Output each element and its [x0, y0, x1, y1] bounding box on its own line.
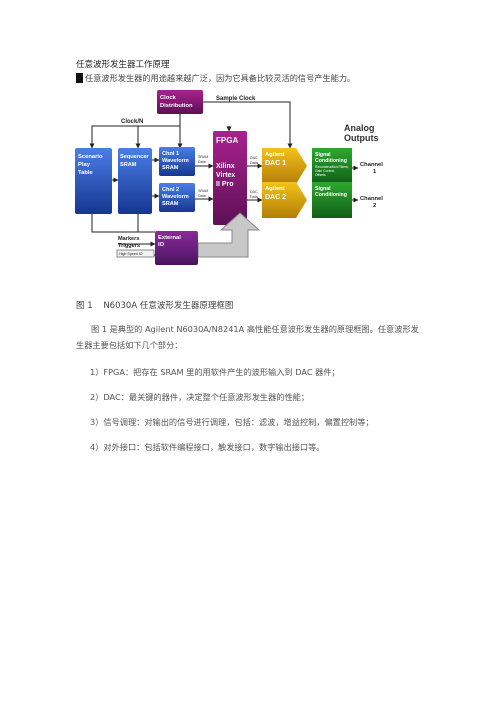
svg-text:SRAM: SRAM — [120, 162, 137, 168]
svg-text:DAC 2: DAC 2 — [265, 194, 286, 201]
svg-text:Agilent: Agilent — [265, 152, 285, 158]
intro-line: 任意波形发生器的用途越来越广泛，因为它具备比较灵活的信号产生能力。 — [76, 72, 355, 84]
figure-caption: 图 1 N6030A 任意波形发生器原理框图 — [76, 299, 233, 311]
svg-text:Scenario: Scenario — [78, 154, 103, 160]
clock-n-label: Clock/N — [121, 119, 143, 125]
signal-conditioning-2-block: Signal Conditioning — [312, 182, 352, 218]
caption-text: N6030A 任意波形发生器原理框图 — [103, 301, 234, 311]
high-speed-io-port: High Speed IO — [116, 249, 155, 258]
channel2-number: 2 — [373, 203, 376, 209]
svg-text:SRAM: SRAM — [162, 165, 179, 171]
svg-text:Distribution: Distribution — [160, 103, 193, 109]
svg-text:Play: Play — [78, 162, 91, 168]
channel1-number: 1 — [373, 169, 377, 175]
svg-text:SRAM: SRAM — [162, 201, 179, 207]
svg-text:Chnl 1: Chnl 1 — [162, 151, 179, 157]
channel2-label: Channel — [360, 196, 383, 202]
sram-data-label-1: SRAM — [198, 155, 208, 159]
svg-text:Sequencer: Sequencer — [120, 154, 149, 160]
sequencer-sram-block: Sequencer SRAM — [118, 148, 152, 214]
dac2-block: Agilent DAC 2 — [262, 182, 307, 218]
svg-text:II Pro: II Pro — [216, 181, 234, 188]
body-paragraph: 图 1 是典型的 Agilent N6030A/N8241A 高性能任意波形发生… — [76, 324, 419, 350]
markers-triggers-label-2: Triggers — [118, 243, 140, 249]
sram-data-label-2b: Data — [198, 194, 206, 198]
caption-number: 图 1 — [76, 301, 93, 311]
svg-text:Signal: Signal — [315, 152, 331, 158]
svg-text:High Speed IO: High Speed IO — [119, 252, 143, 256]
clock-n-line — [89, 114, 181, 149]
ch2-waveform-sram-block: Chnl 2 Waveform SRAM — [159, 183, 195, 212]
svg-text:Clock: Clock — [160, 95, 177, 101]
svg-text:Waveform: Waveform — [162, 194, 189, 200]
svg-text:Table: Table — [78, 170, 93, 176]
svg-text:Reconstruction Filters,: Reconstruction Filters, — [315, 165, 349, 169]
dac-data-label-2b: Data — [250, 195, 258, 199]
sample-clock-label: Sample Clock — [216, 96, 256, 102]
svg-text:IO: IO — [158, 242, 165, 248]
analog-outputs-label: Analog — [344, 123, 375, 133]
intro-text: 任意波形发生器的用途越来越广泛，因为它具备比较灵活的信号产生能力。 — [85, 73, 356, 83]
channel1-label: Channel — [360, 162, 383, 168]
svg-text:Agilent: Agilent — [265, 186, 285, 192]
svg-text:Conditioning: Conditioning — [315, 158, 347, 164]
list-item-signal: 3）信号调理：对输出的信号进行调理，包括：滤波，增益控制，偏置控制等； — [90, 417, 374, 427]
svg-text:FPGA: FPGA — [216, 136, 238, 145]
dac-data-label-2: DAC — [250, 190, 258, 194]
document-title: 任意波形发生器工作原理 — [76, 60, 170, 70]
svg-text:Chnl 2: Chnl 2 — [162, 187, 179, 193]
dac-data-label-1b: Data — [250, 161, 258, 165]
sample-clock-line — [203, 101, 293, 149]
svg-text:Conditioning: Conditioning — [315, 192, 347, 198]
list-item-fpga: 1）FPGA：把存在 SRAM 里的用软件产生的波形输入到 DAC 器件； — [90, 367, 340, 377]
external-io-block: External IO — [155, 231, 198, 265]
svg-text:Gain Control,: Gain Control, — [315, 169, 335, 173]
svg-text:Waveform: Waveform — [162, 158, 189, 164]
dac-data-label-1: DAC — [250, 156, 258, 160]
markers-triggers-label: Markers — [118, 236, 139, 242]
analog-outputs-label-2: Outputs — [344, 133, 379, 143]
sram-data-label-1b: Data — [198, 160, 206, 164]
signal-conditioning-1-block: Signal Conditioning Reconstruction Filte… — [312, 148, 352, 184]
list-item-dac: 2）DAC：最关键的器件，决定整个任意波形发生器的性能； — [90, 392, 310, 402]
ch1-waveform-sram-block: Chnl 1 Waveform SRAM — [159, 147, 195, 176]
svg-text:External: External — [158, 235, 181, 241]
svg-text:Xilinx: Xilinx — [216, 163, 235, 170]
svg-text:DAC 1: DAC 1 — [265, 160, 286, 167]
svg-text:Virtex: Virtex — [216, 172, 235, 179]
fpga-block: FPGA Xilinx Virtex II Pro — [213, 131, 247, 225]
text-cursor-mark — [76, 73, 83, 83]
dac1-block: Agilent DAC 1 — [262, 148, 307, 184]
sram-data-label-2: SRAM — [198, 189, 208, 193]
clock-distribution-block: Clock Distribution — [157, 90, 203, 114]
svg-text:Signal: Signal — [315, 186, 331, 192]
list-item-interface: 4）对外接口：包括软件编程接口，触发接口，数字输出接口等。 — [90, 442, 325, 452]
svg-text:Offsets: Offsets — [315, 173, 326, 177]
scenario-play-table-block: Scenario Play Table — [75, 148, 112, 214]
feedback-arrow-shape — [197, 212, 261, 258]
